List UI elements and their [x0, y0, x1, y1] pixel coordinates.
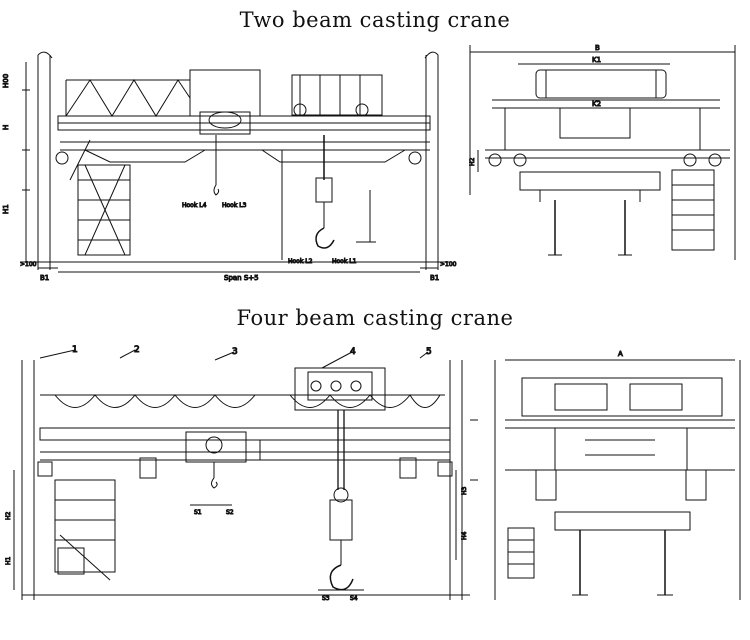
dim-s2: S2 — [226, 509, 234, 516]
dim-h2-left: H2 — [5, 511, 12, 520]
left-clearance: >100 — [20, 261, 37, 268]
dim-s1: S1 — [194, 509, 202, 516]
b1-right: B1 — [430, 274, 439, 282]
four-beam-end-view — [494, 359, 741, 600]
dim-h1-left: H1 — [5, 556, 12, 565]
end-dim-a: A — [618, 350, 623, 358]
callout-5: 5 — [426, 347, 432, 357]
hook-label-l3: Hook L3 — [222, 202, 247, 209]
dim-h00: H00 — [2, 74, 10, 88]
dim-h: H — [2, 125, 10, 130]
end-dim-b: B — [595, 44, 600, 52]
dim-h1: H1 — [2, 204, 10, 214]
dim-s3: S3 — [322, 595, 330, 602]
callout-3: 3 — [232, 347, 238, 357]
hook-label-l4: Hook L4 — [182, 202, 207, 209]
span-label: Span S+5 — [224, 274, 259, 282]
dim-h4-right: H4 — [461, 531, 468, 540]
b1-left: B1 — [40, 274, 49, 282]
callout-1: 1 — [72, 345, 78, 355]
end-dim-k2: K2 — [592, 100, 601, 108]
two-beam-end-view — [469, 45, 736, 260]
dim-s4: S4 — [350, 595, 358, 602]
end-dim-k1: K1 — [592, 56, 601, 64]
four-beam-side-view — [13, 349, 478, 600]
dim-h3-right: H3 — [461, 486, 468, 495]
callout-2: 2 — [134, 345, 140, 355]
title-two-beam: Two beam casting crane — [239, 8, 511, 32]
hook-label-l2: Hook L2 — [288, 258, 313, 265]
hook-label-l1: Hook L1 — [332, 258, 357, 265]
end-dim-h2: H2 — [469, 157, 476, 166]
two-beam-side-view — [20, 51, 450, 273]
callout-4: 4 — [350, 347, 356, 357]
title-four-beam: Four beam casting crane — [236, 306, 514, 330]
right-clearance: >100 — [440, 261, 457, 268]
